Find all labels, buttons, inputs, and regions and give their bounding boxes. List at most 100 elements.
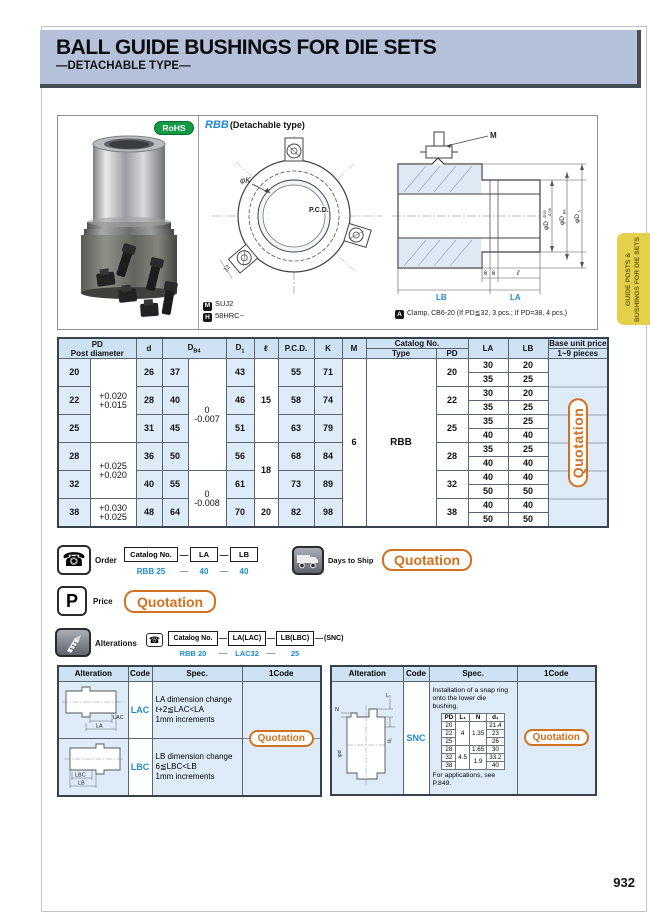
alt-lb-box: LB(LBC) <box>276 631 314 646</box>
la-box: LA <box>190 547 218 562</box>
alt-r-col-alteration: Alteration <box>330 665 404 682</box>
snc-diagram: L₁ N d₁ φd <box>335 693 396 785</box>
product-photo <box>81 135 178 317</box>
col-d1: D1 <box>225 337 255 360</box>
col-d: d <box>135 337 163 360</box>
table-row: 20 +0.020+0.015 26 37 0-0.007 43 15 55 7… <box>57 358 609 528</box>
rohs-badge: RoHS <box>154 121 194 135</box>
material-icon: M <box>203 301 212 311</box>
alt-catalog-no-box: Catalog No. <box>168 631 218 646</box>
series-label: RBB(Detachable type) <box>205 119 305 131</box>
alterations-phone-box: ☎ <box>146 633 163 647</box>
col-price-qty: 1~9 pieces <box>547 348 609 360</box>
col-lb: LB <box>507 337 549 360</box>
product-panel: RoHS RBB(Detachable type) φK P.C.D. 12 <box>57 115 598 330</box>
price-label: Price <box>93 597 113 606</box>
truck-icon <box>297 554 318 568</box>
groove-dim-2: 6 <box>492 271 496 277</box>
col-cat-pd: PD <box>435 348 469 360</box>
col-k: K <box>313 337 343 360</box>
page-subtitle: —DETACHABLE TYPE— <box>56 60 191 73</box>
clamp-note-icon: A <box>395 310 404 319</box>
days-to-ship-quotation-badge: Quotation <box>382 549 473 571</box>
table-row: 22 28 40 46 58 74 22 30 20 <box>57 386 608 416</box>
order-format: Catalog No. — LA — LB <box>124 547 258 562</box>
alt-la-box: LA(LAC) <box>228 631 266 646</box>
col-db4: DB4 <box>161 337 227 360</box>
price-quotation-badge: Quotation <box>124 590 217 613</box>
page-number: 932 <box>613 875 635 890</box>
alt-col-1code: 1Code <box>241 665 322 682</box>
clamp-screws-photo <box>96 243 178 317</box>
series-code: RBB <box>205 119 229 131</box>
snc-suffix: (SNC) <box>324 635 344 642</box>
panel-divider <box>198 116 199 329</box>
order-icon-box: ☎ <box>57 545 91 575</box>
order-example: RBB 25 — 40 — 40 <box>136 566 249 576</box>
groove-dim-1: 6 <box>484 271 488 277</box>
m-dim-label: M <box>490 131 497 140</box>
alterations-example: RBB 20 — LAC32 — 25 <box>179 648 300 658</box>
svg-text:LA: LA <box>96 723 103 729</box>
days-to-ship-icon-box <box>292 546 324 575</box>
page-header: BALL GUIDE BUSHINGS FOR DIE SETS —DETACH… <box>40 30 641 88</box>
page-border <box>41 26 647 912</box>
svg-text:φD -0.03 -0.06: φD -0.03 -0.06 <box>541 207 552 230</box>
alt-col-code: Code <box>127 665 153 682</box>
phi-d1-label: φD <box>574 214 581 223</box>
svg-text:LAC: LAC <box>113 715 124 721</box>
alt-r-col-code: Code <box>402 665 430 682</box>
drill-icon <box>67 634 81 653</box>
col-m: M <box>341 337 367 360</box>
svg-text:d₁: d₁ <box>387 738 393 743</box>
phone-icon: ☎ <box>62 549 86 571</box>
col-pcd: P.C.D. <box>277 337 315 360</box>
snc-quotation-badge: Quotation <box>523 729 589 747</box>
alt-col-alteration: Alteration <box>57 665 129 682</box>
phi-d-label: φD <box>543 221 550 230</box>
alterations-icon-box <box>55 628 91 657</box>
catalog-no-box: Catalog No. <box>124 547 178 562</box>
top-view-drawing: φK P.C.D. 12 <box>212 136 382 294</box>
svg-text:N: N <box>335 707 339 713</box>
clamp-width-dim: 12 <box>223 264 232 273</box>
ell-dim: ℓ <box>516 270 520 277</box>
hardness-icon: H <box>203 313 212 322</box>
lbc-diagram: LBC LB <box>64 743 125 788</box>
alt-col-spec: Spec. <box>151 665 243 682</box>
svg-text:LB: LB <box>78 780 85 786</box>
alt-r-col-1code: 1Code <box>516 665 597 682</box>
series-note: (Detachable type) <box>229 120 305 130</box>
col-la: LA <box>467 337 509 360</box>
lb-box: LB <box>230 547 258 562</box>
svg-text:φD 1: φD 1 <box>574 209 582 223</box>
svg-text:LBC: LBC <box>75 772 86 778</box>
phone-icon-small: ☎ <box>148 634 161 645</box>
quotation-vertical-badge: Quotation <box>567 398 588 487</box>
col-l: ℓ <box>253 337 279 360</box>
days-to-ship-label: Days to Ship <box>328 556 374 565</box>
alteration-quotation-badge: Quotation <box>248 729 314 747</box>
col-price: Base unit price <box>547 337 609 350</box>
table-row: 38 +0.030+0.025 48 64 70 20 82 98 38 40 … <box>57 498 608 528</box>
pcd-label: P.C.D. <box>309 207 329 214</box>
table-row: 25 31 45 51 63 79 25 35 25 <box>57 414 608 444</box>
side-view-drawing: M φD -0.03 -0.06 φD B4 φD 1 <box>392 131 586 302</box>
alteration-table-right: Alteration Code Spec. 1Code L₁ N d₁ φd <box>330 665 597 796</box>
page-title: BALL GUIDE BUSHINGS FOR DIE SETS <box>56 36 437 59</box>
la-dim: LA <box>510 293 521 302</box>
alteration-row-snc: L₁ N d₁ φd SNC Installation of a snap ri… <box>330 680 597 796</box>
table-row: 28 +0.025+0.020 36 50 56 18 68 84 28 35 … <box>57 442 608 500</box>
side-tab: GUIDE POSTS &BUSHINGS FOR DIE SETS <box>617 233 650 325</box>
